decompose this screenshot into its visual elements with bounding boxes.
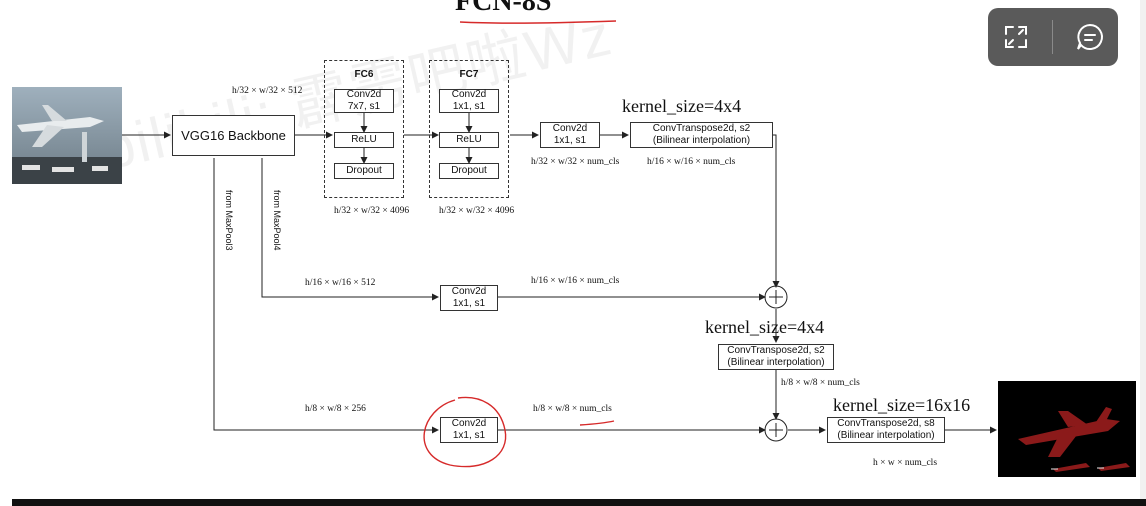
conv-bot-box: Conv2d 1x1, s1	[440, 417, 498, 443]
convt-mid-line1: ConvTranspose2d, s2	[727, 345, 825, 356]
fc7-conv-line2: 1x1, s1	[452, 101, 486, 112]
conv-mid-output-dims: h/16 × w/16 × num_cls	[531, 276, 620, 286]
bottom-bar	[12, 499, 1146, 506]
convt-bot-line2: (Bilinear interpolation)	[837, 430, 935, 441]
convt-mid-line2: (Bilinear interpolation)	[727, 357, 825, 368]
fullscreen-button[interactable]	[996, 17, 1036, 57]
fc6-relu-box: ReLU	[334, 132, 394, 148]
airplane-photo-icon	[12, 87, 122, 184]
conv-bot-line2: 1x1, s1	[452, 430, 486, 441]
fc7-dropout-label: Dropout	[451, 165, 487, 176]
output-segmentation-image	[998, 381, 1136, 477]
comment-button[interactable]	[1070, 17, 1110, 57]
final-output-dims: h × w × num_cls	[873, 458, 938, 468]
kernel-size-top: kernel_size=4x4	[622, 96, 742, 116]
expand-icon	[1005, 26, 1028, 48]
fc7-title: FC7	[459, 69, 479, 80]
conv-bot-line1: Conv2d	[451, 418, 487, 429]
conv-top-line2: 1x1, s1	[553, 135, 587, 146]
fc6-dropout-box: Dropout	[334, 163, 394, 179]
conv-mid-line2: 1x1, s1	[452, 298, 486, 309]
fc7-dropout-box: Dropout	[439, 163, 499, 179]
conv-top-line1: Conv2d	[552, 123, 588, 134]
convtranspose-mid-box: ConvTranspose2d, s2 (Bilinear interpolat…	[718, 344, 834, 370]
pool3-input-dims: h/8 × w/8 × 256	[305, 404, 366, 414]
convt-top-output-dims: h/16 × w/16 × num_cls	[647, 157, 736, 167]
conv-bot-output-dims: h/8 × w/8 × num_cls	[533, 404, 612, 414]
fc6-conv-line2: 7x7, s1	[347, 101, 381, 112]
diagram-title: FCN-8S	[455, 0, 552, 17]
conv-mid-box: Conv2d 1x1, s1	[440, 285, 498, 311]
scrollbar-track[interactable]	[1140, 0, 1146, 506]
fc6-conv-box: Conv2d 7x7, s1	[334, 89, 394, 113]
convt-mid-output-dims: h/8 × w/8 × num_cls	[781, 378, 860, 388]
fc7-relu-box: ReLU	[439, 132, 499, 148]
fc7-relu-label: ReLU	[456, 134, 482, 145]
conv-top-box: Conv2d 1x1, s1	[540, 122, 600, 148]
from-maxpool3-label: from MaxPool3	[224, 190, 234, 251]
segmentation-mask-icon	[998, 381, 1136, 477]
vgg16-backbone-box: VGG16 Backbone	[172, 115, 295, 156]
fc6-title: FC6	[354, 69, 374, 80]
fc6-group: FC6	[324, 60, 404, 198]
fc7-group: FC7	[429, 60, 509, 198]
conv-top-output-dims: h/32 × w/32 × num_cls	[531, 157, 620, 167]
conv-mid-line1: Conv2d	[451, 286, 487, 297]
convt-bot-line1: ConvTranspose2d, s8	[837, 418, 935, 429]
fc6-output-dims: h/32 × w/32 × 4096	[334, 206, 410, 216]
comment-icon	[1076, 23, 1103, 50]
fc6-conv-line1: Conv2d	[346, 89, 382, 100]
kernel-size-bot: kernel_size=16x16	[833, 395, 971, 415]
floating-toolbar	[988, 8, 1118, 66]
pool4-input-dims: h/16 × w/16 × 512	[305, 278, 376, 288]
fc7-conv-box: Conv2d 1x1, s1	[439, 89, 499, 113]
from-maxpool4-label: from MaxPool4	[272, 190, 282, 251]
convt-top-line2: (Bilinear interpolation)	[652, 135, 751, 146]
toolbar-divider	[1052, 20, 1054, 54]
backbone-output-dims: h/32 × w/32 × 512	[232, 86, 303, 96]
fc7-conv-line1: Conv2d	[451, 89, 487, 100]
fc6-dropout-label: Dropout	[346, 165, 382, 176]
convtranspose-bot-box: ConvTranspose2d, s8 (Bilinear interpolat…	[827, 417, 945, 443]
kernel-size-mid: kernel_size=4x4	[705, 317, 825, 337]
fc6-relu-label: ReLU	[351, 134, 377, 145]
fc7-output-dims: h/32 × w/32 × 4096	[439, 206, 515, 216]
convtranspose-top-box: ConvTranspose2d, s2 (Bilinear interpolat…	[630, 122, 773, 148]
convt-top-line1: ConvTranspose2d, s2	[652, 123, 751, 134]
backbone-label: VGG16 Backbone	[181, 127, 286, 143]
input-image	[12, 87, 122, 184]
